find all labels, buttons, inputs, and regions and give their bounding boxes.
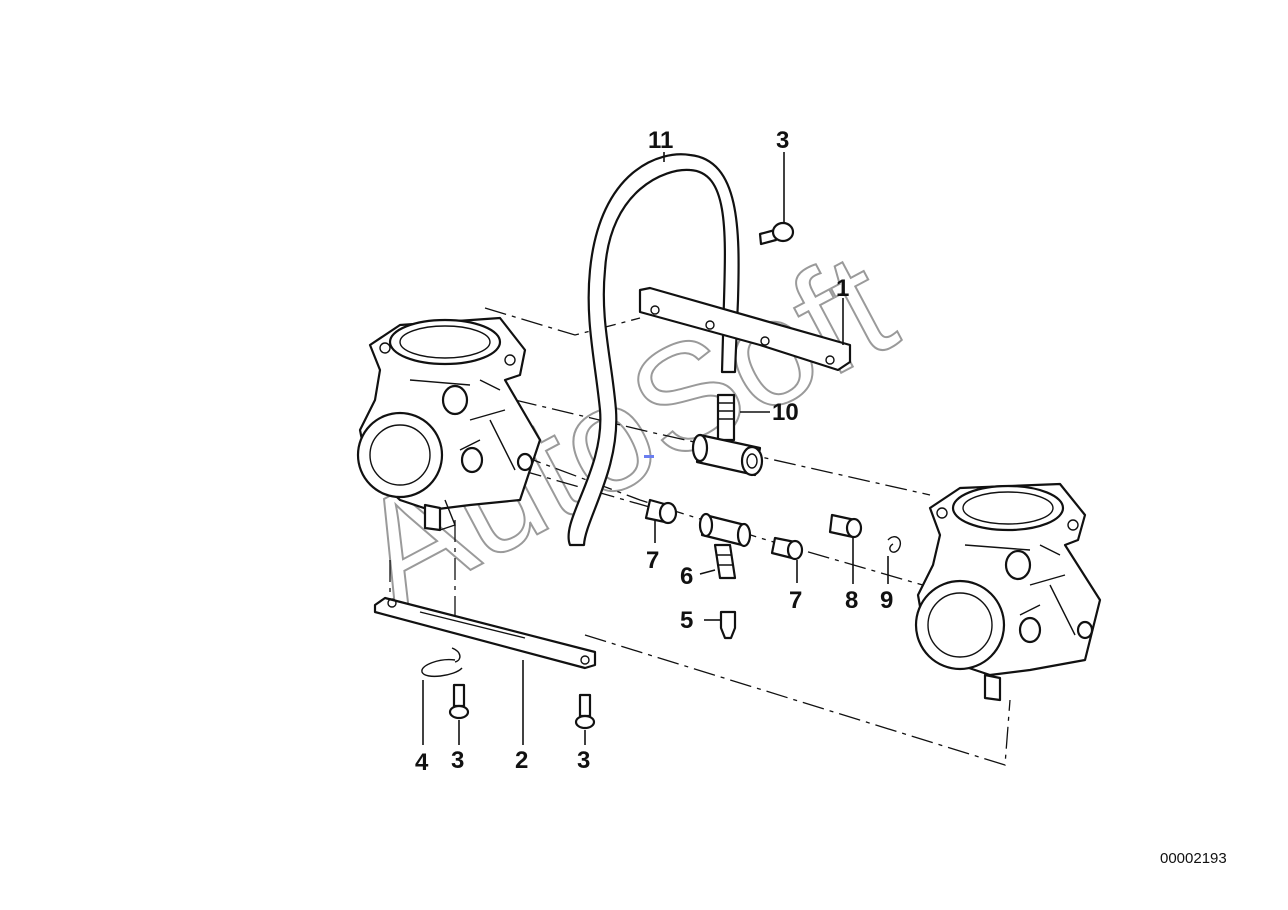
top-bracket-part: [638, 286, 852, 372]
callout-6: 6: [680, 563, 693, 590]
callout-7-left: 7: [646, 547, 659, 574]
lower-bracket-part: [373, 596, 597, 670]
callout-3-left: 3: [451, 747, 464, 774]
callout-labels: 11 3 1 10 7 6 7 8 9 5 4 3 2 3: [415, 127, 893, 776]
callout-8: 8: [845, 587, 858, 614]
callout-2: 2: [515, 747, 528, 774]
nipple-left-part: [644, 498, 678, 525]
circlip-part: [421, 647, 463, 678]
callout-3-top: 3: [776, 127, 789, 154]
callout-5: 5: [680, 607, 693, 634]
blue-mark: [644, 455, 654, 458]
screw-left-part: [448, 683, 470, 720]
screw-top-part: [758, 221, 795, 246]
callout-9: 9: [880, 587, 893, 614]
left-carburetor: [356, 316, 542, 532]
sleeve-part: [828, 513, 863, 539]
callout-1: 1: [836, 275, 849, 302]
clip-part: [887, 536, 902, 553]
leader-lines: [422, 152, 889, 745]
callout-3-right: 3: [577, 747, 590, 774]
callout-10: 10: [772, 399, 799, 426]
t-connector-part: [698, 512, 752, 580]
screw-right-part: [574, 693, 596, 730]
t-piece-part: [691, 393, 764, 477]
callout-7-right: 7: [789, 587, 802, 614]
hose-part: [567, 153, 740, 547]
document-number: 00002193: [1160, 850, 1227, 867]
jet-part: [719, 610, 737, 640]
nipple-right-part: [770, 536, 804, 561]
right-carburetor: [914, 482, 1102, 702]
callout-11: 11: [648, 127, 673, 154]
callout-4: 4: [415, 749, 429, 776]
